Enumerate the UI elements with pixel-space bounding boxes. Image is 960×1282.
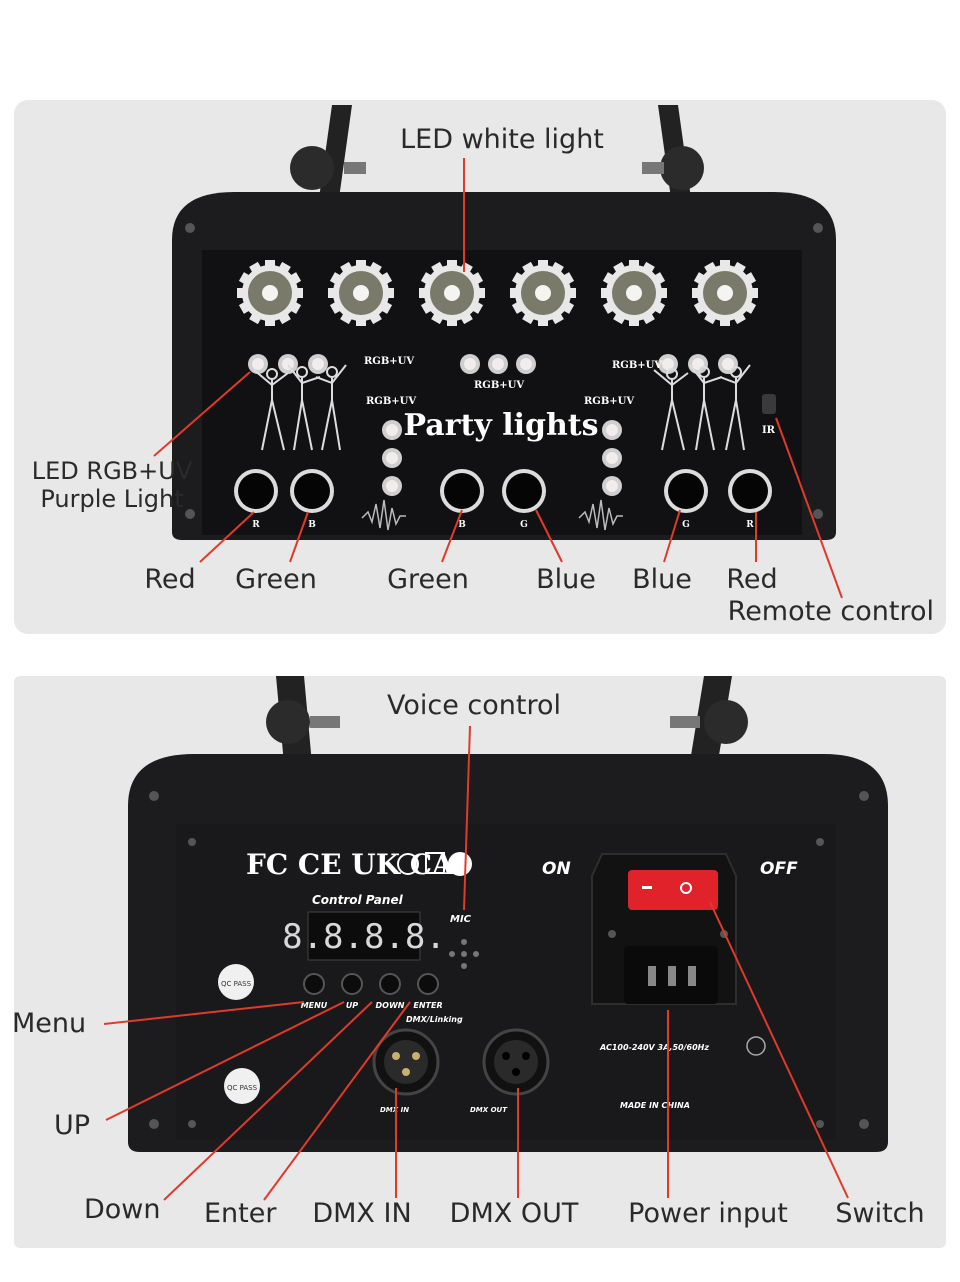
label-red-left: Red: [144, 564, 196, 595]
knob-letter: G: [682, 520, 690, 530]
white-led-gear: [328, 260, 394, 326]
certification-marks: FC CE UK CA: [246, 848, 455, 881]
dancers-icon: [253, 364, 751, 451]
knob-letter: G: [520, 520, 528, 530]
leader-lines: [103, 725, 849, 1201]
dmx-out-tag: DMX OUT: [470, 1106, 508, 1114]
power-rating-text: AC100-240V 3A,50/60Hz: [599, 1043, 709, 1052]
knob-letter: B: [458, 520, 466, 530]
knob-letter: B: [308, 520, 316, 530]
qc-text: QC PASS: [221, 980, 252, 988]
white-led-gear: [510, 260, 576, 326]
ir-tag: IR: [762, 425, 776, 436]
off-label: OFF: [760, 859, 798, 879]
knob-letter: R: [252, 520, 260, 530]
control-button-up[interactable]: [341, 973, 363, 995]
white-led-gear: [601, 260, 667, 326]
label-voice-control: Voice control: [386, 690, 562, 721]
leader-lines: [153, 158, 843, 599]
control-button-enter[interactable]: [417, 973, 439, 995]
front-view-photo: R B B G G R Party lights RGB+UV RGB+UV RGB+UV…: [14, 100, 946, 634]
control-button-label: MENU: [301, 1001, 328, 1010]
control-button-menu[interactable]: [303, 973, 325, 995]
rear-view-photo: FC CE UK CA Control Panel 8.8.8.8. MENU U…: [14, 676, 946, 1248]
rgb-uv-tag: RGB+UV: [366, 396, 416, 407]
seven-segment-display: [307, 911, 421, 961]
label-remote-control: Remote control: [727, 596, 934, 627]
label-enter: Enter: [204, 1198, 277, 1229]
mic-label: MIC: [450, 914, 472, 925]
made-in-text: MADE IN CHINA: [620, 1101, 690, 1110]
control-button-label: UP: [346, 1001, 358, 1010]
dmx-in-tag: DMX IN: [380, 1106, 409, 1114]
label-green-left: Green: [235, 564, 317, 595]
rgb-uv-tag: RGB+UV: [474, 380, 524, 391]
knob-icon: [704, 700, 748, 744]
control-button-down[interactable]: [379, 973, 401, 995]
label-down: Down: [84, 1194, 161, 1225]
label-up: UP: [54, 1110, 91, 1141]
label-power-input: Power input: [628, 1198, 788, 1229]
white-led-gear: [692, 260, 758, 326]
knob-letter: R: [746, 520, 754, 530]
label-blue-mid: Blue: [536, 564, 596, 595]
label-blue-right: Blue: [632, 564, 692, 595]
front-device-drawing: R B B G G R Party lights RGB+UV RGB+UV RGB+UV…: [153, 105, 843, 599]
cert-symbol-icon: [448, 852, 472, 876]
label-red-right: Red: [726, 564, 778, 595]
label-led-rgb-uv-line1: LED RGB+UV: [31, 457, 193, 485]
label-dmx-out: DMX OUT: [449, 1198, 579, 1229]
dmx-linking-label: DMX/Linking: [406, 1015, 463, 1024]
control-panel-label: Control Panel: [312, 893, 404, 907]
ir-receiver: [762, 394, 776, 414]
white-led-gear: [237, 260, 303, 326]
cert-symbol-icon: [397, 853, 419, 875]
rgb-uv-tag: RGB+UV: [364, 356, 414, 367]
knob-icon: [290, 146, 334, 190]
label-led-rgb-uv: LED RGB+UV Purple Light: [31, 457, 193, 513]
label-led-rgb-uv-line2: Purple Light: [40, 484, 184, 513]
rgb-uv-tag: RGB+UV: [612, 360, 662, 371]
white-led-gear: [419, 260, 485, 326]
on-label: ON: [542, 859, 571, 879]
label-dmx-in: DMX IN: [312, 1198, 412, 1229]
qc-sticker: [218, 964, 254, 1000]
weee-bin-icon: [425, 852, 445, 874]
soundwave-icon: [578, 499, 623, 531]
display-digits: 8.8.8.8.: [282, 917, 446, 957]
rgb-uv-tag: RGB+UV: [584, 396, 634, 407]
soundwave-icon: [361, 499, 406, 531]
power-switch[interactable]: [628, 870, 718, 910]
control-button-label: DOWN: [376, 1001, 405, 1010]
label-green-mid: Green: [387, 564, 469, 595]
knob-icon: [660, 146, 704, 190]
qc-text: QC PASS: [227, 1084, 258, 1092]
mic-holes-icon: [449, 939, 479, 969]
label-switch: Switch: [835, 1198, 925, 1229]
control-button-label: ENTER: [413, 1001, 442, 1010]
device-brand-text: Party lights: [403, 408, 598, 443]
qc-sticker: [224, 1068, 260, 1104]
ground-symbol-icon: [746, 1036, 766, 1056]
label-menu: Menu: [14, 1008, 87, 1039]
rear-device-drawing: FC CE UK CA Control Panel 8.8.8.8. MENU U…: [103, 676, 888, 1201]
knob-icon: [266, 700, 310, 744]
label-led-white-light: LED white light: [400, 124, 604, 155]
